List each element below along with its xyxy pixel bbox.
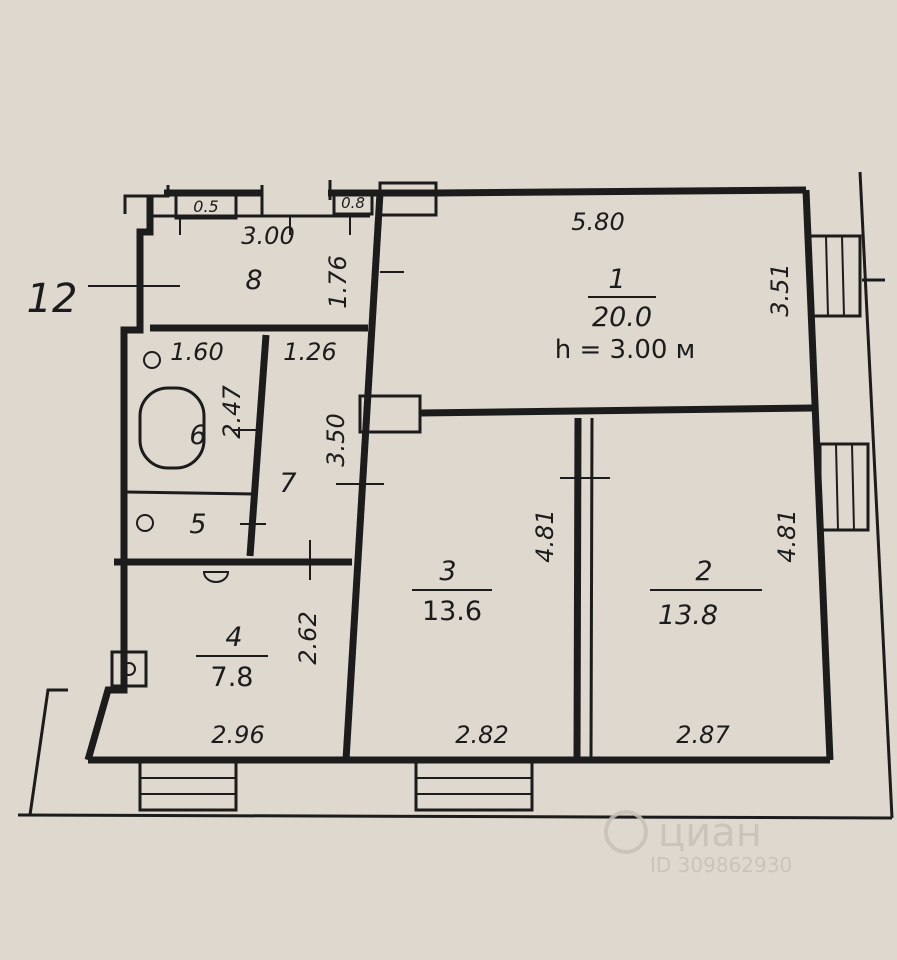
building-ref-number: 12	[27, 276, 78, 322]
room-2-area: 13.8	[658, 600, 718, 631]
room-4-length: 2.96	[211, 721, 264, 749]
room-2-width: 4.81	[773, 509, 801, 562]
bathtub-icon	[138, 386, 206, 470]
room-3-area: 13.6	[422, 596, 482, 627]
watermark: циан ID 309862930	[604, 810, 792, 877]
room-8-length: 3.00	[241, 222, 294, 250]
room-4-area: 7.8	[211, 662, 254, 693]
windows	[138, 234, 870, 812]
room-3-length: 2.82	[455, 721, 508, 749]
room-4-number: 4	[225, 622, 242, 653]
room-5-number: 5	[189, 509, 206, 540]
room-labels: 1 20.0 5.80 3.51 h = 3.00 м 2 13.8 2.87 …	[170, 194, 801, 749]
room-6-number: 6	[189, 420, 206, 451]
room-8-width: 1.76	[324, 255, 352, 308]
room-3-width: 4.81	[531, 509, 559, 562]
sink-icon	[143, 351, 161, 369]
watermark-brand: циан	[658, 810, 762, 856]
room-2-length: 2.87	[676, 721, 730, 749]
kitchen-sink-icon	[202, 571, 230, 583]
shaft-label-right: 0.8	[341, 194, 365, 212]
room-6-length: 1.60	[170, 338, 223, 366]
room-2-number: 2	[695, 556, 712, 587]
room-3-number: 3	[439, 556, 456, 587]
toilet-icon	[136, 514, 154, 532]
room-7-length: 1.26	[283, 338, 336, 366]
room-1-number: 1	[608, 264, 625, 295]
room-4-width: 2.62	[294, 611, 322, 664]
site-outline	[17, 171, 894, 820]
outer-walls	[84, 186, 834, 764]
shaft-label-left: 0.5	[193, 197, 218, 216]
building-reference: 12	[27, 276, 180, 322]
room-7-number: 7	[279, 468, 296, 499]
cian-logo-icon	[604, 810, 648, 854]
ceiling-height: h = 3.00 м	[555, 335, 696, 365]
room-8-number: 8	[245, 265, 262, 296]
shafts	[174, 181, 438, 434]
room-1-width: 3.51	[766, 263, 794, 316]
dimension-ticks	[179, 215, 610, 580]
fixtures	[110, 351, 230, 688]
room-1-length: 5.80	[571, 208, 624, 236]
stove-icon	[110, 650, 148, 688]
room-6-width: 2.47	[218, 385, 246, 439]
room-7-width: 3.50	[322, 413, 350, 466]
room-1-area: 20.0	[592, 302, 652, 333]
interior-walls	[114, 192, 813, 761]
watermark-id: ID 309862930	[650, 853, 792, 877]
